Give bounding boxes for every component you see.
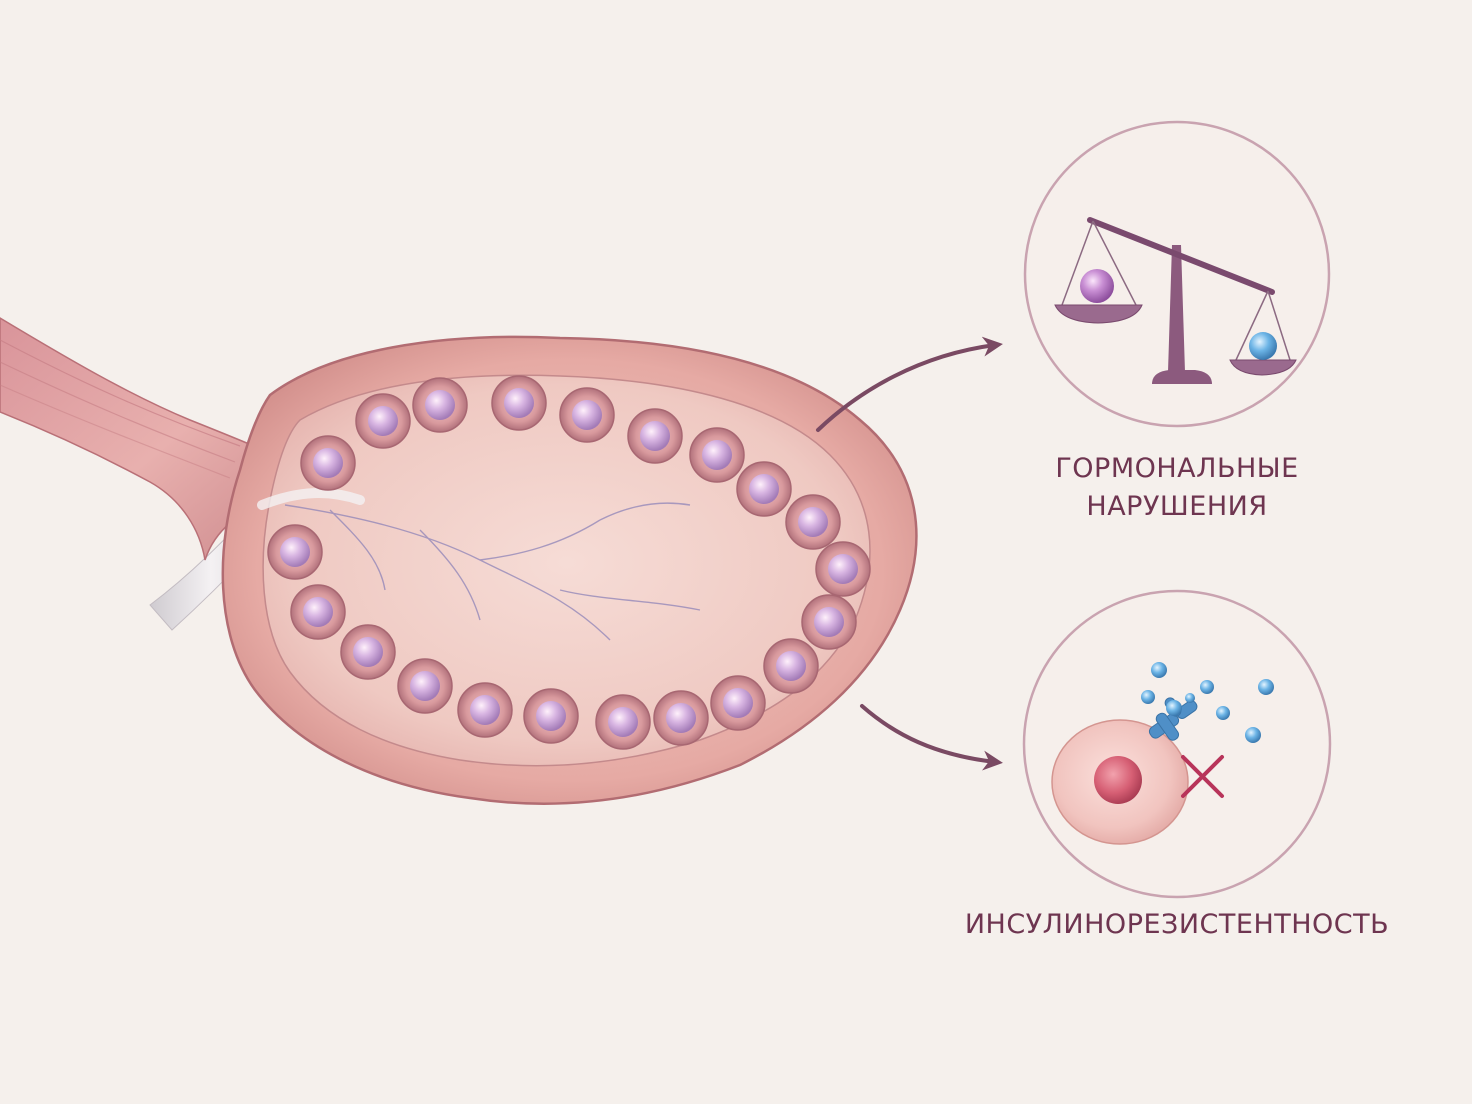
follicle <box>595 694 651 750</box>
follicle <box>689 427 745 483</box>
follicle <box>355 393 411 449</box>
follicle-ring <box>267 375 871 750</box>
follicle <box>815 541 871 597</box>
follicle <box>457 682 513 738</box>
hormonal-label: ГОРМОНАЛЬНЫЕ НАРУШЕНИЯ <box>1012 450 1342 526</box>
follicle <box>300 435 356 491</box>
follicle <box>627 408 683 464</box>
cross-icon <box>1181 755 1224 798</box>
follicle <box>412 377 468 433</box>
blood-vessels <box>284 502 701 641</box>
arrow-to-insulin <box>860 704 1003 771</box>
follicle <box>397 658 453 714</box>
follicle <box>763 638 819 694</box>
follicle <box>653 690 709 746</box>
follicle <box>559 387 615 443</box>
follicle <box>340 624 396 680</box>
follicle <box>801 594 857 650</box>
hormonal-label-line-1: ГОРМОНАЛЬНЫЕ <box>1055 453 1299 484</box>
follicle <box>267 524 323 580</box>
hormonal-label-line-2: НАРУШЕНИЯ <box>1086 491 1268 522</box>
arrow-to-hormonal <box>816 336 1003 432</box>
follicle <box>523 688 579 744</box>
insulin-label: ИНСУЛИНОРЕЗИСТЕНТНОСТЬ <box>964 909 1390 940</box>
follicle <box>491 375 547 431</box>
follicle <box>710 675 766 731</box>
follicle <box>736 461 792 517</box>
follicle <box>785 494 841 550</box>
follicle <box>290 584 346 640</box>
cell-receptor-icon <box>1051 662 1274 845</box>
balance-scale-icon <box>1054 217 1297 384</box>
